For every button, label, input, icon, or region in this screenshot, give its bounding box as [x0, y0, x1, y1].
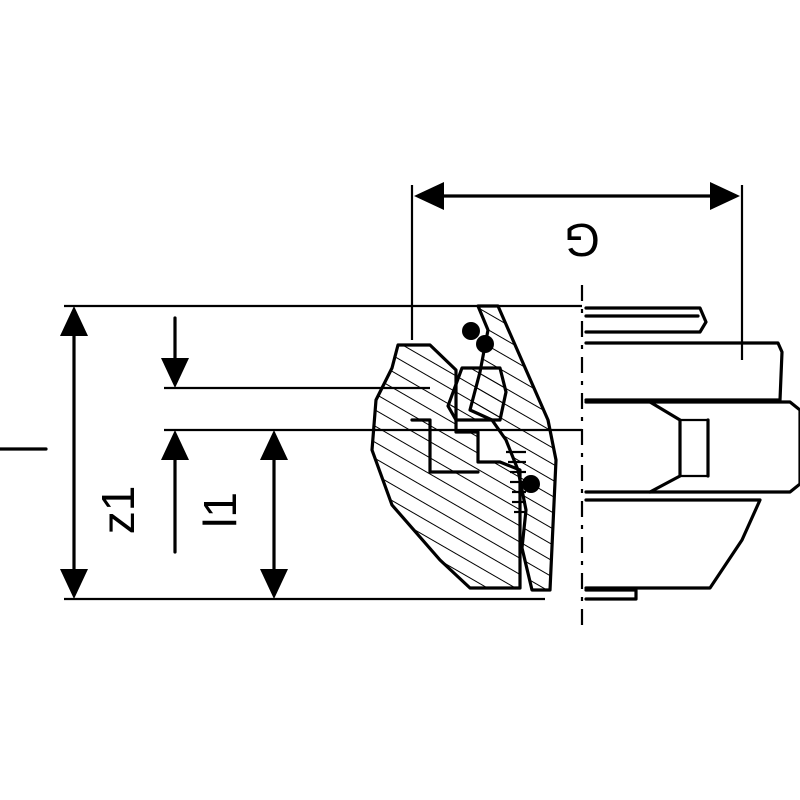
overall-height-dimension	[60, 306, 88, 599]
g-dimension	[410, 182, 744, 360]
fitting-exterior	[584, 306, 800, 601]
l1-dimension	[260, 430, 288, 599]
l1-label: l1	[194, 492, 246, 528]
z1-dimension	[161, 316, 189, 554]
fitting-section	[370, 304, 558, 592]
z1-label: z1	[92, 486, 144, 535]
g-label: G	[564, 214, 600, 266]
